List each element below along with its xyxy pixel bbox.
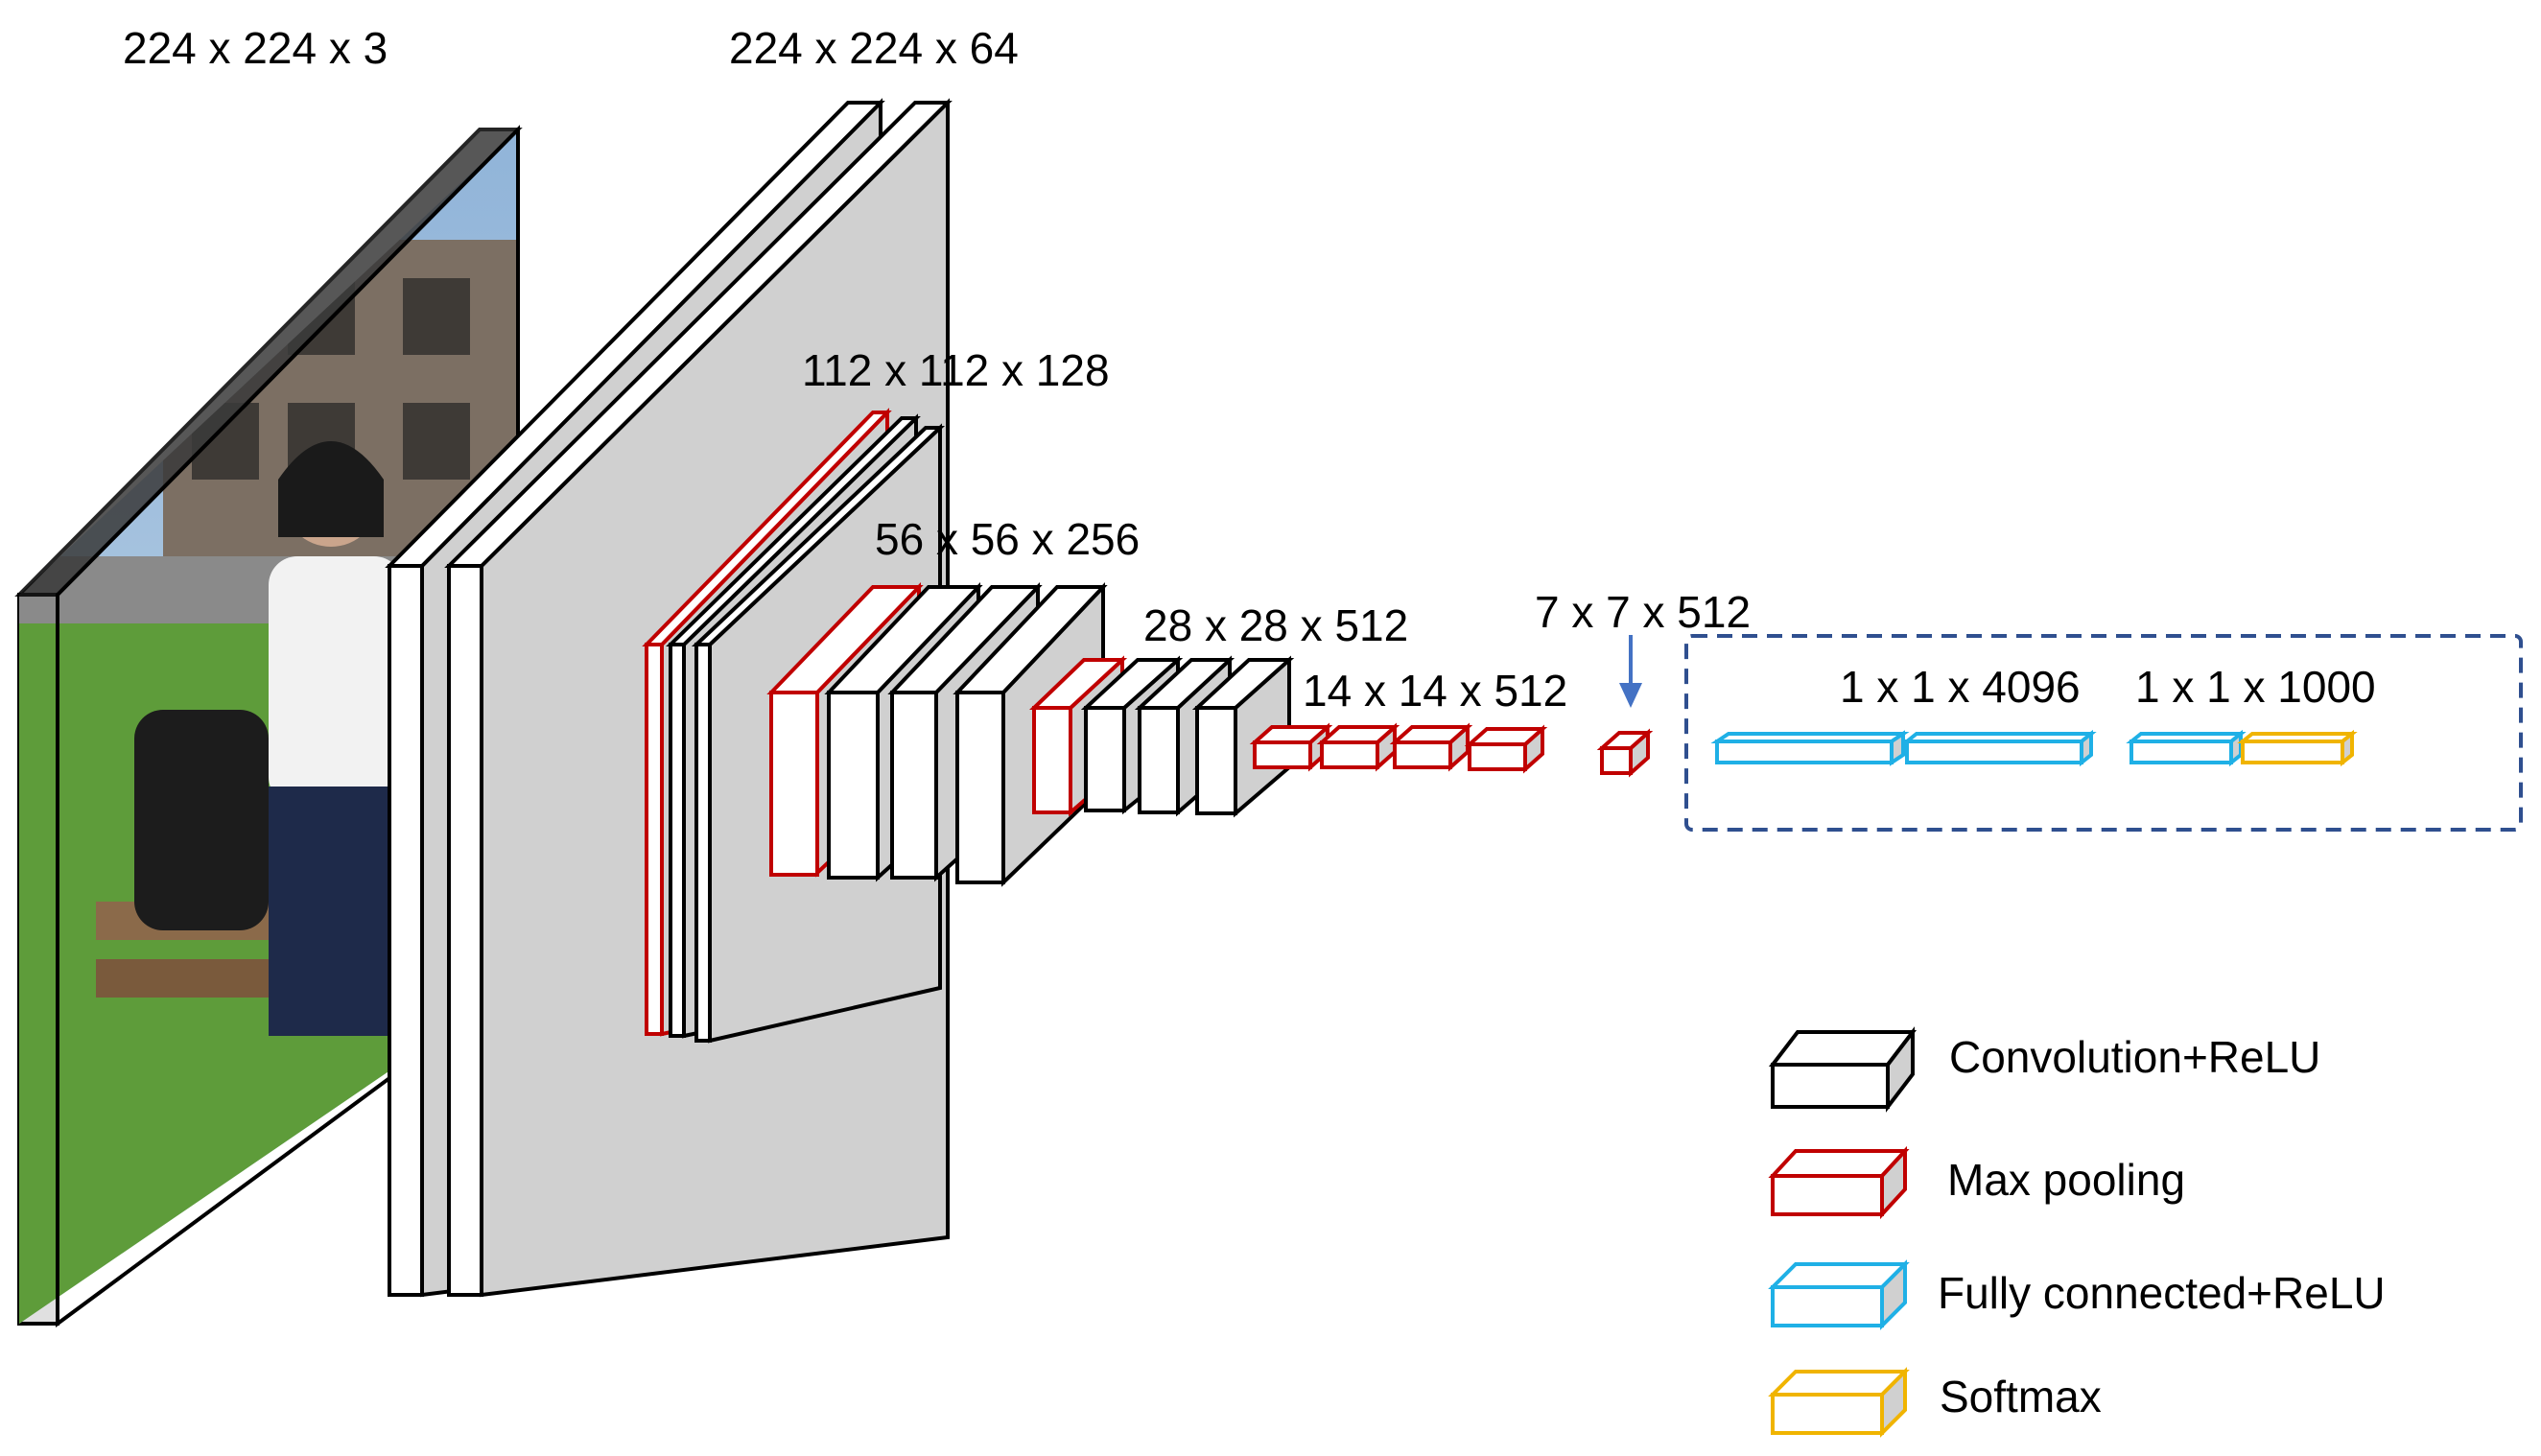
legend-item-softmax: Softmax [1768, 1367, 2102, 1438]
pool5-arrow [1619, 635, 1642, 708]
pool-slab-4 [1249, 722, 1333, 772]
fc-layer-2 [1901, 729, 2097, 767]
block5-layers [1249, 722, 1548, 774]
legend-label-fc: Fully connected+ReLU [1938, 1268, 2386, 1318]
pool-slab-5 [1596, 728, 1654, 778]
label-softmax: 1 x 1 x 1000 [2135, 662, 2376, 712]
legend-item-conv: Convolution+ReLU [1768, 1026, 2320, 1113]
label-block1: 224 x 224 x 64 [729, 23, 1019, 73]
conv-slab-5c [1464, 724, 1548, 774]
fc-layer-1 [1710, 730, 1910, 766]
conv-slab-3c [953, 581, 1108, 887]
legend-label-pool: Max pooling [1947, 1155, 2185, 1205]
label-fc: 1 x 1 x 4096 [1840, 662, 2081, 712]
label-block3: 56 x 56 x 256 [875, 514, 1140, 564]
legend-label-softmax: Softmax [1940, 1372, 2102, 1421]
fc-layer-3 [2126, 729, 2247, 767]
legend-item-pool: Max pooling [1768, 1145, 2185, 1220]
legend-item-fc: Fully connected+ReLU [1768, 1259, 2386, 1330]
block4-layers [1029, 655, 1295, 818]
label-pool5: 7 x 7 x 512 [1535, 587, 1751, 637]
softmax-layer [2237, 729, 2358, 767]
label-block5: 14 x 14 x 512 [1303, 666, 1567, 716]
label-block2: 112 x 112 x 128 [802, 345, 1110, 395]
legend: Convolution+ReLU Max pooling Fully conne… [1768, 1026, 2386, 1438]
label-input: 224 x 224 x 3 [123, 23, 388, 73]
block3-layers [766, 581, 1108, 887]
classifier-dashed-box [1684, 634, 2523, 832]
label-block4: 28 x 28 x 512 [1143, 600, 1408, 650]
conv-slab-5a [1316, 722, 1400, 772]
conv-slab-5b [1389, 722, 1473, 772]
legend-label-conv: Convolution+ReLU [1949, 1032, 2320, 1082]
